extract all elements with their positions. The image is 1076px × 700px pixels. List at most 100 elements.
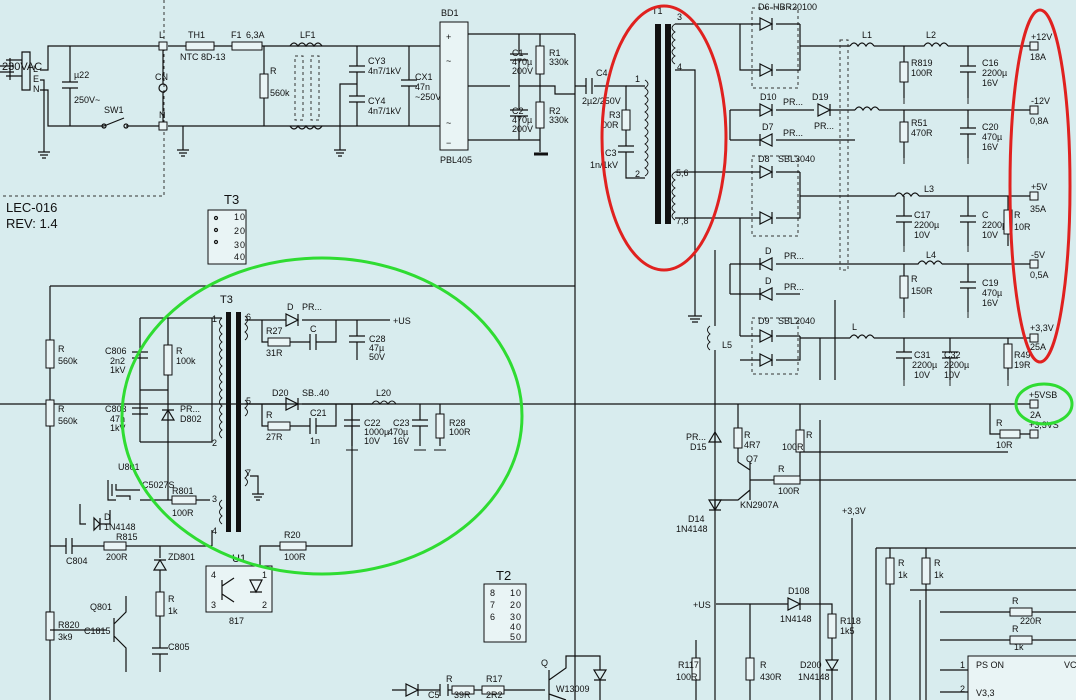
t3-ref: T3 bbox=[220, 294, 233, 306]
out-plus12-current: 18A bbox=[1030, 52, 1046, 62]
t2-module: T2 8 1 0 7 2 0 6 3 0 4 0 5 0 bbox=[483, 568, 527, 643]
terminal-minus12 bbox=[1029, 105, 1039, 115]
ic-pin-pson: PS ON bbox=[976, 660, 1004, 670]
c-2200-value: 2200µ bbox=[982, 220, 1007, 230]
r17-resistor bbox=[481, 685, 505, 695]
r-150-ref: R bbox=[911, 274, 918, 284]
c1-value: 470µ bbox=[512, 57, 532, 67]
d14-ref: D14 bbox=[688, 514, 705, 524]
t2-r2c: 0 bbox=[516, 600, 521, 610]
out-minus5-current: 0,5A bbox=[1030, 270, 1049, 280]
d20-part: SB..40 bbox=[302, 388, 329, 398]
l-ref: L bbox=[852, 322, 857, 332]
t1-ref: T1 bbox=[652, 6, 663, 16]
out-minus12-name: -12V bbox=[1031, 96, 1050, 106]
c20-value2: 16V bbox=[982, 142, 998, 152]
r-220-value: 220R bbox=[1020, 616, 1042, 626]
t3-pin-4: 4 bbox=[212, 526, 217, 536]
d20-ref: D20 bbox=[272, 388, 289, 398]
c20-value: 470µ bbox=[982, 132, 1002, 142]
c2-value2: 200V bbox=[512, 124, 533, 134]
cy3-value: 4n7/1kV bbox=[368, 66, 401, 76]
r1-ref: R1 bbox=[549, 48, 561, 58]
r-1kb-resistor bbox=[921, 557, 931, 585]
l4-ref: L4 bbox=[926, 250, 936, 260]
c22-ref: C22 bbox=[364, 418, 381, 428]
x-cap-ref: µ22 bbox=[74, 70, 89, 80]
mains-plug bbox=[0, 51, 31, 91]
plug-pin-n: N bbox=[33, 84, 40, 94]
c23-ref: C23 bbox=[393, 418, 410, 428]
us-label: +US bbox=[393, 316, 411, 326]
c19-value: 470µ bbox=[982, 288, 1002, 298]
r118-ref: R118 bbox=[840, 616, 861, 626]
r801-resistor bbox=[171, 495, 197, 505]
cy4-value: 4n7/1kV bbox=[368, 106, 401, 116]
r-150-resistor bbox=[899, 275, 909, 299]
r820-resistor bbox=[45, 611, 55, 641]
c16-value: 2200µ bbox=[982, 68, 1007, 78]
l3-ref: L3 bbox=[924, 184, 934, 194]
bridge-ref: BD1 bbox=[441, 8, 459, 18]
cy4-ref: CY4 bbox=[368, 96, 386, 106]
r-10r-ref: R bbox=[996, 418, 1003, 428]
d8-part: SBL3040 bbox=[778, 154, 815, 164]
d-b: D bbox=[765, 246, 772, 256]
d200-ref: D200 bbox=[800, 660, 822, 670]
r819-resistor bbox=[899, 61, 909, 83]
out-plus5-name: +5V bbox=[1031, 182, 1047, 192]
c32-value2: 10V bbox=[944, 370, 960, 380]
board-name: LEC-016 bbox=[6, 200, 57, 215]
d14-part: 1N4148 bbox=[676, 524, 708, 534]
c5-ref: C5 bbox=[428, 690, 440, 700]
c21-value: 1n bbox=[310, 436, 320, 446]
r2-ref: R2 bbox=[549, 106, 561, 116]
r-560b-value: 560k bbox=[58, 416, 78, 426]
r-100k-ref: R bbox=[176, 346, 183, 356]
d802-ref: D802 bbox=[180, 414, 202, 424]
r118-resistor bbox=[827, 613, 837, 639]
d200-part: 1N4148 bbox=[798, 672, 830, 682]
cx1-value2: ~250V bbox=[415, 92, 441, 102]
r-430-value: 430R bbox=[760, 672, 782, 682]
out-plus12-name: +12V bbox=[1031, 32, 1052, 42]
r-560a-resistor bbox=[45, 339, 55, 369]
t3-module-r3: 3 bbox=[234, 240, 239, 250]
c-2200-ref: C bbox=[982, 210, 989, 220]
r-1ka-ref: R bbox=[898, 558, 905, 568]
q801-ref: Q801 bbox=[90, 602, 112, 612]
d-1n4148-ref: D bbox=[104, 512, 111, 522]
t2-r1a: 8 bbox=[490, 588, 495, 598]
t2-r4b: 4 bbox=[510, 622, 515, 632]
c4-ref: C4 bbox=[596, 68, 608, 78]
r819-value: 100R bbox=[911, 68, 933, 78]
l20-inductor bbox=[371, 400, 397, 405]
u1-optocoupler bbox=[205, 565, 273, 613]
d-pr-diode bbox=[285, 313, 300, 327]
output-filters: L1 L2 R819 100R C16 2200µ 16V R51 470R C… bbox=[0, 30, 1059, 450]
c803-value2: 1kV bbox=[110, 423, 126, 433]
r20-resistor bbox=[279, 541, 307, 551]
ic-cut-label: VC bbox=[1064, 660, 1076, 670]
r3-resistor bbox=[621, 109, 631, 131]
d108-diode bbox=[787, 597, 802, 611]
r-1kc-ref: R bbox=[1012, 624, 1019, 634]
r-1ka-resistor bbox=[885, 557, 895, 585]
t3-module-r2: 2 bbox=[234, 226, 239, 236]
c805-ref: C805 bbox=[168, 642, 190, 652]
r1-resistor bbox=[535, 45, 545, 75]
r-10-ref: R bbox=[1014, 210, 1021, 220]
r801-value: 100R bbox=[172, 508, 194, 518]
r-430-ref: R bbox=[760, 660, 767, 670]
d7-part: PR... bbox=[783, 128, 803, 138]
r-4r7-value: 4R7 bbox=[744, 440, 761, 450]
c1-value2: 200V bbox=[512, 66, 533, 76]
q801-transistor bbox=[50, 596, 127, 672]
x-cap-value: 250V~ bbox=[74, 95, 100, 105]
r-100b-resistor bbox=[773, 475, 801, 485]
t3-module-r1: 1 bbox=[234, 212, 239, 222]
r815-value: 200R bbox=[106, 552, 128, 562]
r2-resistor bbox=[535, 101, 545, 129]
c17-value: 2200µ bbox=[914, 220, 939, 230]
